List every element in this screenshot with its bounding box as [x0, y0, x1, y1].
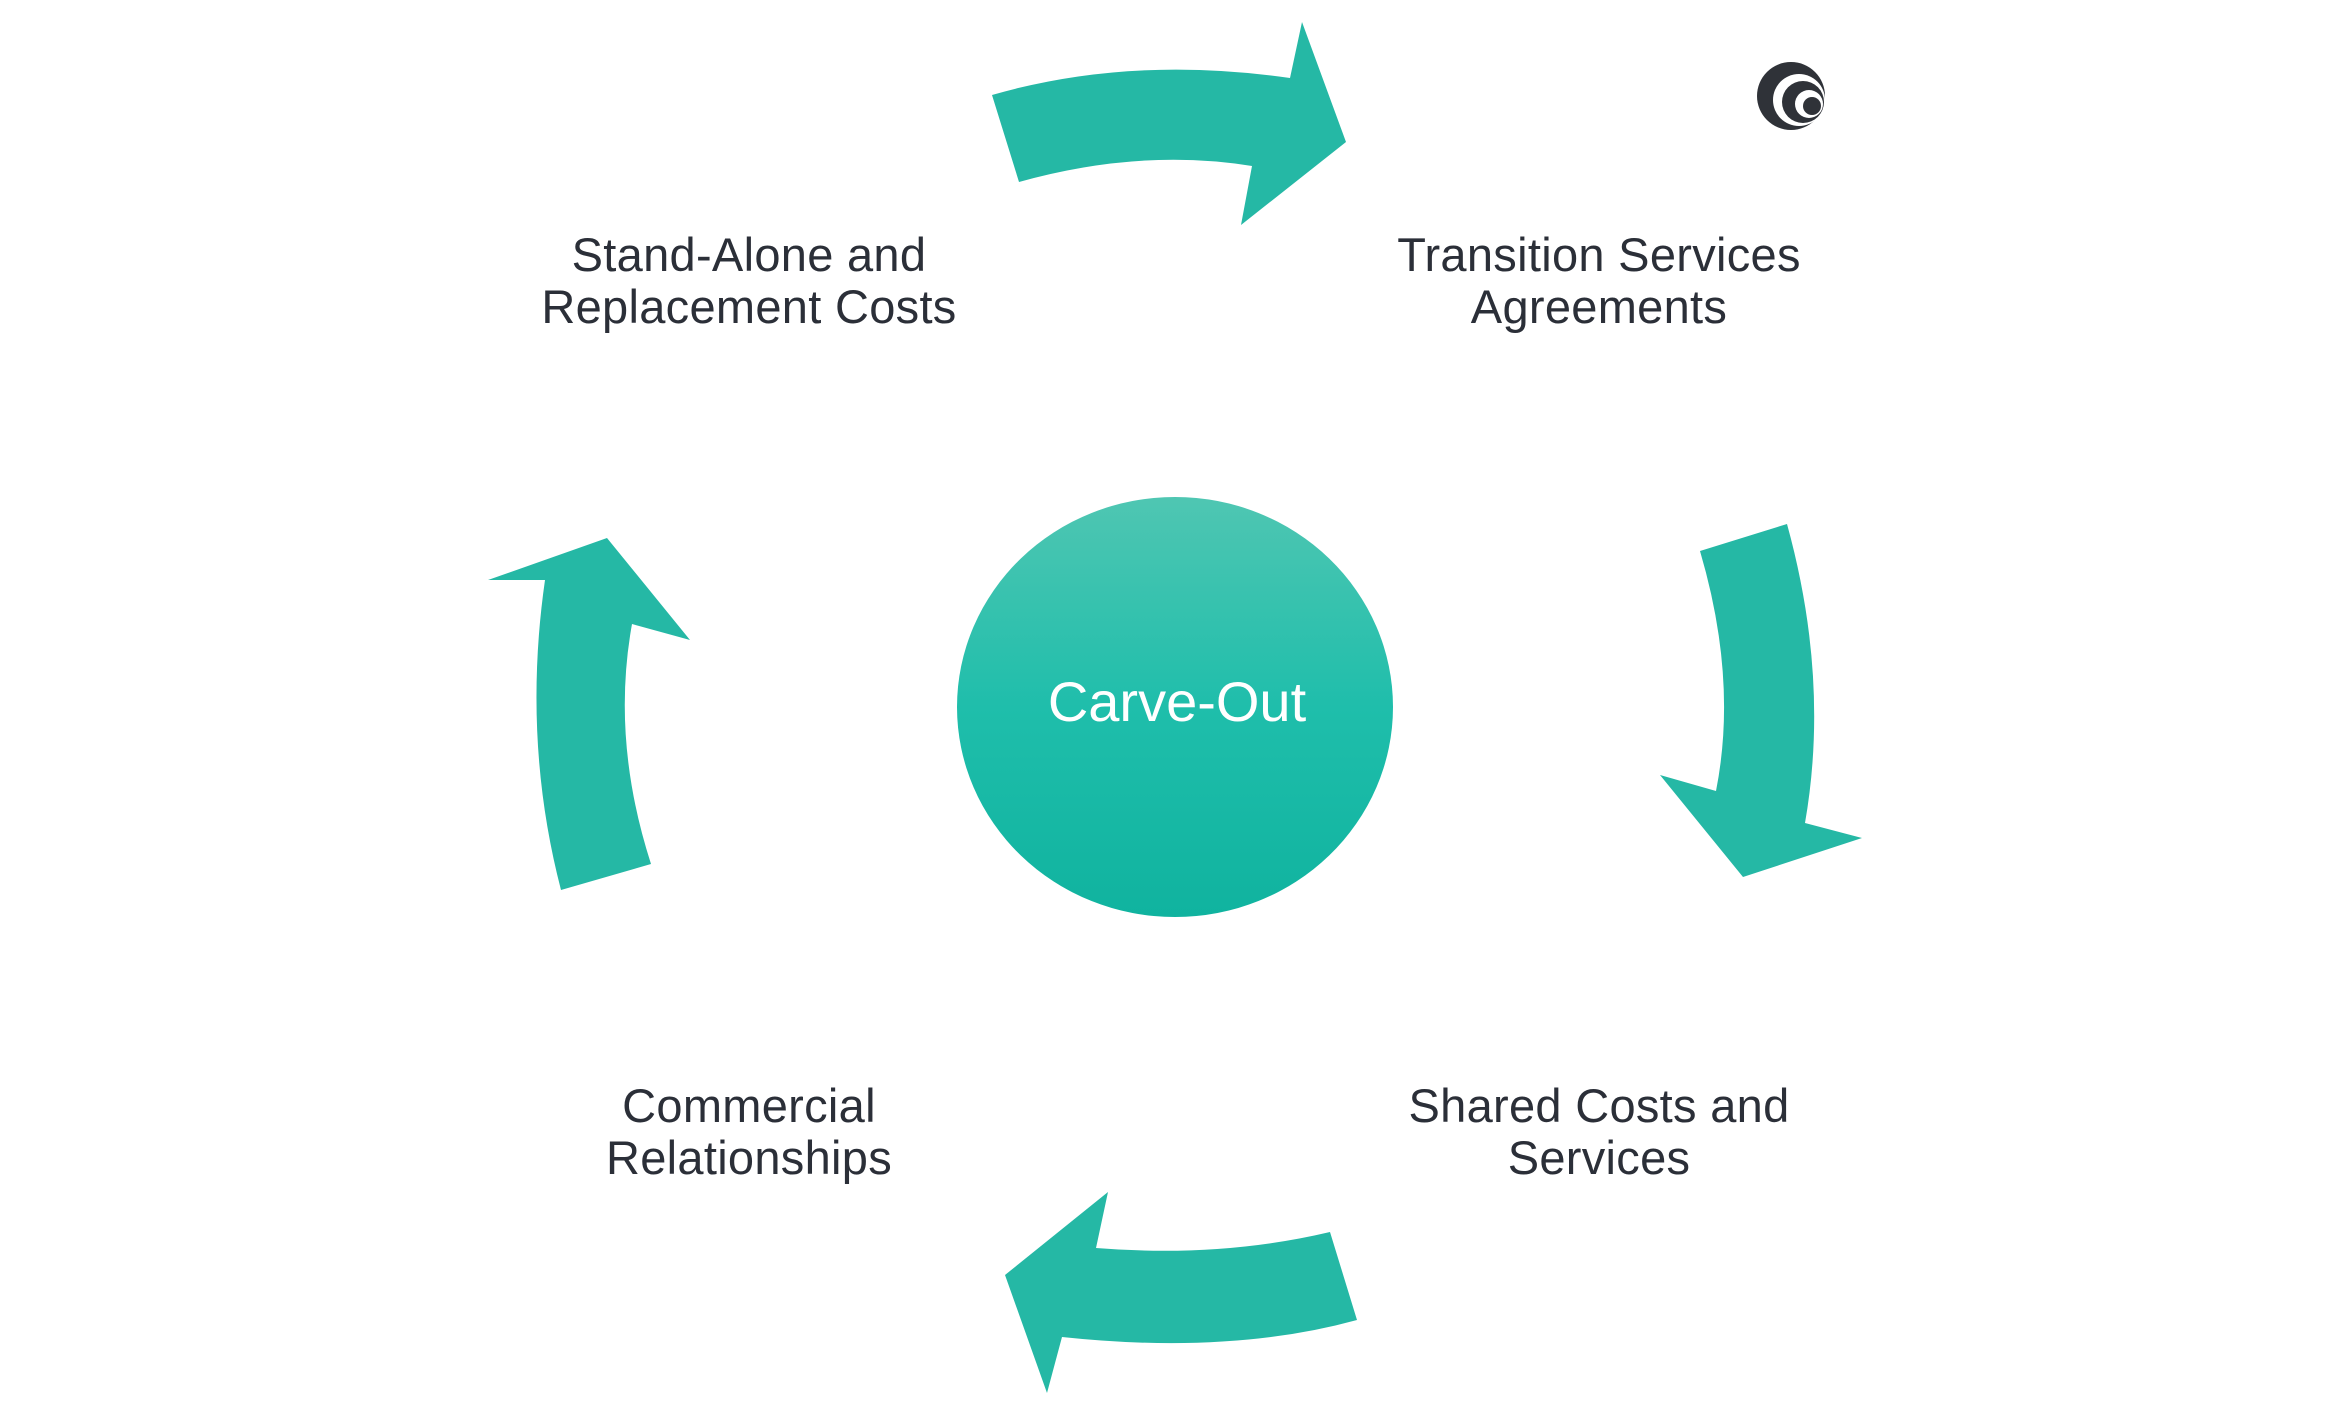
node-label-stand-alone-costs: Stand-Alone and Replacement Costs: [399, 229, 1099, 333]
node-label-transition-services: Transition Services Agreements: [1249, 229, 1949, 333]
center-label: Carve-Out: [1047, 670, 1307, 733]
arrow-top: [992, 22, 1346, 225]
node-label-shared-costs: Shared Costs and Services: [1249, 1080, 1949, 1184]
concentric-swirl-logo-icon: [1757, 62, 1825, 130]
arrow-left: [488, 538, 690, 890]
node-label-commercial-relationships: Commercial Relationships: [399, 1080, 1099, 1184]
node-label-line: Commercial: [622, 1079, 876, 1132]
node-label-line: Stand-Alone and: [571, 228, 927, 281]
node-label-line: Transition Services: [1397, 228, 1801, 281]
center-circle: [957, 497, 1393, 917]
node-label-line: Shared Costs and: [1408, 1079, 1790, 1132]
node-label-line: Relationships: [605, 1131, 893, 1184]
node-label-line: Services: [1507, 1131, 1691, 1184]
node-label-line: Agreements: [1470, 280, 1728, 333]
arrow-right: [1660, 524, 1862, 877]
node-label-line: Replacement Costs: [541, 280, 957, 333]
arrow-bottom: [1005, 1192, 1357, 1393]
